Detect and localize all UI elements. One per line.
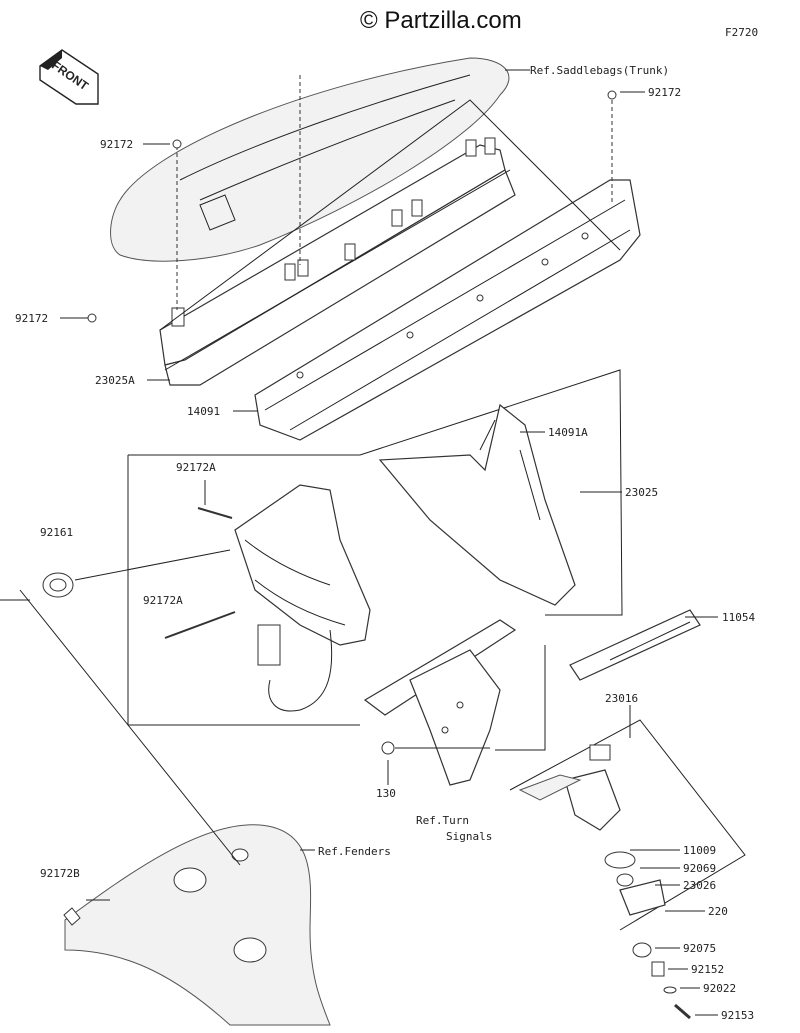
part-92153: 92153 xyxy=(721,1009,754,1022)
license-bracket xyxy=(363,619,517,786)
part-92152: 92152 xyxy=(691,963,724,976)
ref-turn-signals-line2: Signals xyxy=(446,830,492,843)
collar-92152 xyxy=(651,961,665,977)
ref-turn-signals-line1: Ref.Turn xyxy=(416,814,469,827)
part-23025: 23025 xyxy=(625,486,658,499)
part-92075: 92075 xyxy=(683,942,716,955)
fender-reference xyxy=(64,824,331,1026)
figure-code: F2720 xyxy=(725,26,758,39)
part-14091: 14091 xyxy=(187,405,220,418)
part-92172A-top: 92172A xyxy=(176,461,216,474)
front-arrow-icon: FRONT xyxy=(39,49,99,105)
part-220: 220 xyxy=(708,905,728,918)
bolt-92153 xyxy=(674,1003,691,1020)
part-92172-top-left: 92172 xyxy=(100,138,133,151)
tail-light-housing xyxy=(234,484,371,712)
part-11054: 11054 xyxy=(722,611,755,624)
part-130: 130 xyxy=(376,787,396,800)
part-23026: 23026 xyxy=(683,879,716,892)
lens-14091A xyxy=(378,403,576,606)
part-14091A: 14091A xyxy=(548,426,588,439)
part-92172A-bottom: 92172A xyxy=(143,594,183,607)
screw-92172B xyxy=(63,907,81,926)
watermark: © Partzilla.com xyxy=(360,7,522,34)
ref-saddlebags-label: Ref.Saddlebags(Trunk) xyxy=(530,64,669,77)
part-11009: 11009 xyxy=(683,844,716,857)
saddlebag-reference xyxy=(110,57,510,262)
part-92161: 92161 xyxy=(40,526,73,539)
part-92069: 92069 xyxy=(683,862,716,875)
part-92172-left: 92172 xyxy=(15,312,48,325)
trunk-carrier-23025A xyxy=(159,137,516,386)
license-light-assembly xyxy=(518,744,666,916)
part-23016: 23016 xyxy=(605,692,638,705)
washer-92022 xyxy=(663,986,677,994)
part-23025A: 23025A xyxy=(95,374,135,387)
part-92172-top-right: 92172 xyxy=(648,86,681,99)
part-92172B: 92172B xyxy=(40,867,80,880)
grommet-92075 xyxy=(632,942,652,958)
part-92022: 92022 xyxy=(703,982,736,995)
plate-bracket-11054 xyxy=(569,609,701,681)
ref-fenders-label: Ref.Fenders xyxy=(318,845,391,858)
lens-14091 xyxy=(254,179,641,441)
